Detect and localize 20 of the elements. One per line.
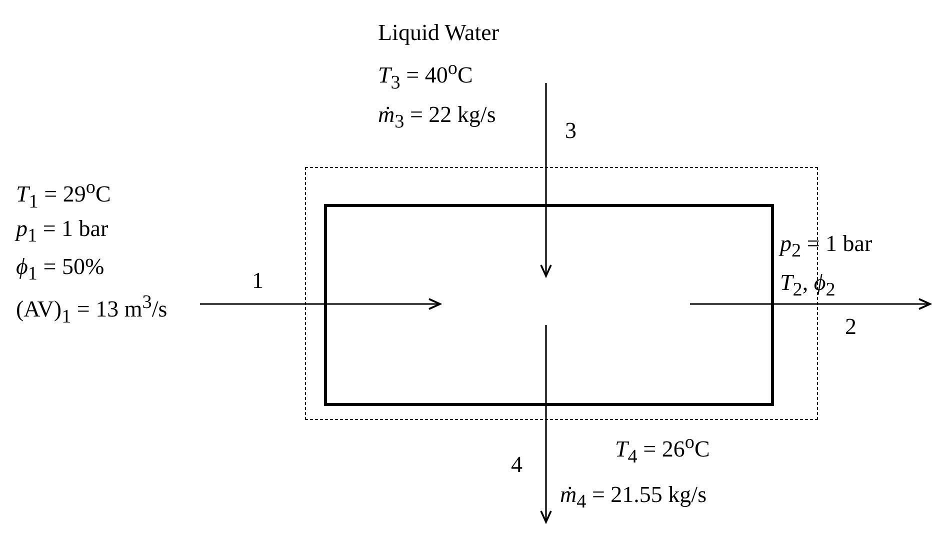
state-property: T$_{1}$ = 29$^{o}$C xyxy=(16,177,111,212)
system-box xyxy=(324,204,774,406)
state-property: T$_{3}$ = 40$^{o}$C xyxy=(378,58,473,94)
flow-arrow xyxy=(540,83,552,277)
state-property: (AV)$_{1}$ = 13 m$^{3}$/s xyxy=(16,292,168,328)
state-property: ϕ$_{1}$ = 50% xyxy=(16,254,104,285)
flow-arrow xyxy=(540,325,552,523)
state-property: Liquid Water xyxy=(378,20,499,46)
state-property: T$_{2}$, ϕ$_{2}$ xyxy=(780,270,836,301)
state-number: 3 xyxy=(565,118,576,144)
state-property: ṁ$_{3}$ = 22 kg/s xyxy=(378,102,496,133)
state-number: 2 xyxy=(845,314,856,340)
state-number: 1 xyxy=(252,268,264,294)
state-property: p$_{2}$ = 1 bar xyxy=(780,231,872,262)
state-property: T$_{4}$ = 26$^{o}$C xyxy=(615,432,710,468)
state-property: ṁ$_{4}$ = 21.55 kg/s xyxy=(560,482,707,513)
flow-arrow xyxy=(690,298,931,310)
flow-arrow xyxy=(200,298,441,310)
state-number: 4 xyxy=(511,452,522,478)
state-property: p$_{1}$ = 1 bar xyxy=(16,216,108,247)
